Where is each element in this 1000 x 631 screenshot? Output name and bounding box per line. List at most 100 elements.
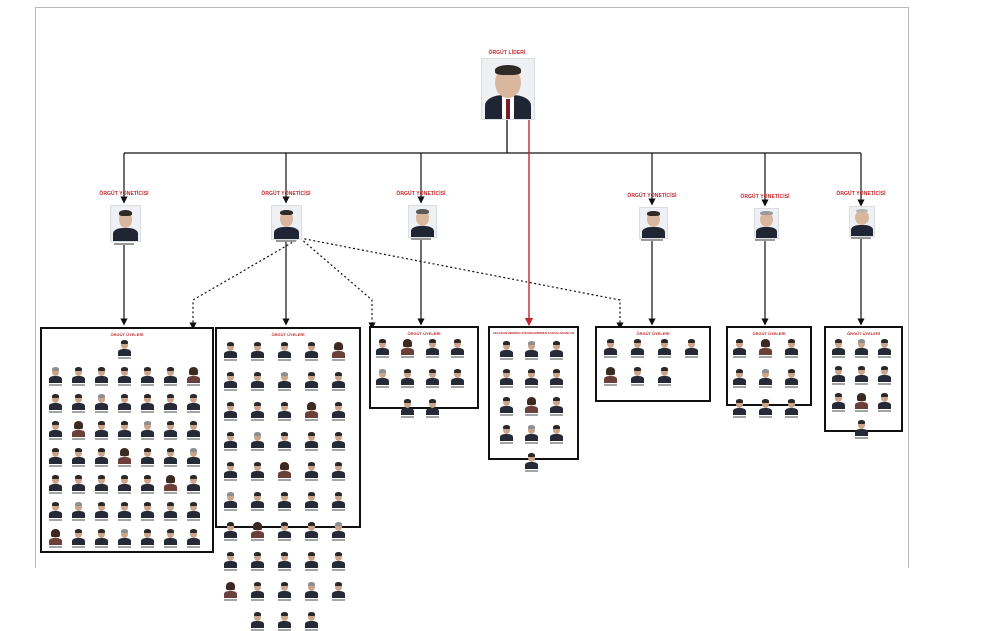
informant-group-title: CEZADAN İNDİRİM HÜKÜMLERİNDEN FAYDALANAN… [492,331,575,335]
member-photo [94,420,109,440]
member-group-5: ÖRGÜT ÜYELERİ [595,326,711,402]
member-photo [186,501,201,521]
member-photo [117,420,132,440]
member-photo [163,447,178,467]
member-photo [304,551,319,571]
member-photo [499,396,514,416]
member-photo [657,366,672,386]
member-photo [48,447,63,467]
member-photo [758,398,773,418]
member-photo [163,501,178,521]
member-photo [140,447,155,467]
manager-photo-3 [408,205,437,238]
member-photo [117,447,132,467]
member-photo [400,368,415,388]
member-photo [250,341,265,361]
member-photo [549,368,564,388]
member-photo [331,491,346,511]
member-photo [331,551,346,571]
member-photo [48,420,63,440]
member-photo [331,581,346,601]
member-photo [277,371,292,391]
member-photo [277,341,292,361]
member-photo [186,420,201,440]
member-photo [94,528,109,548]
member-photo [71,420,86,440]
member-photo [304,401,319,421]
member-photo [140,366,155,386]
member-photo [549,424,564,444]
member-photo [250,491,265,511]
member-photo [732,368,747,388]
member-photo [140,474,155,494]
member-photo [223,551,238,571]
member-group-title-1: ÖRGÜT ÜYELERİ [110,332,144,337]
member-group-6: ÖRGÜT ÜYELERİ [726,326,812,418]
member-group-title-5: ÖRGÜT ÜYELERİ [636,331,670,336]
member-photo [400,398,415,418]
member-photo [331,461,346,481]
member-photo [140,501,155,521]
member-photo [877,338,892,358]
member-photo [250,431,265,451]
member-photo [223,371,238,391]
manager-photo-4 [639,207,668,239]
member-photo [117,339,132,359]
member-photo [117,366,132,386]
member-group-title-3: ÖRGÜT ÜYELERİ [407,331,441,336]
member-group-title-2: ÖRGÜT ÜYELERİ [271,332,305,337]
member-photo [223,341,238,361]
member-group-2: ÖRGÜT ÜYELERİ [215,327,361,631]
member-photo [117,474,132,494]
member-photo [71,393,86,413]
member-photo [400,338,415,358]
member-photo [499,340,514,360]
member-photo [94,501,109,521]
member-photo [425,338,440,358]
member-photo [758,338,773,358]
member-photo [603,338,618,358]
member-photo [277,491,292,511]
member-photo [524,396,539,416]
member-photo [784,398,799,418]
member-photo [524,424,539,444]
member-photo [71,366,86,386]
member-photo [250,611,265,631]
member-photo [48,366,63,386]
member-photo [48,501,63,521]
leader-photo [481,58,535,120]
member-photo [163,366,178,386]
member-photo [784,338,799,358]
member-photo [425,398,440,418]
member-photo [877,392,892,412]
member-photo [250,461,265,481]
member-photo [375,368,390,388]
member-photo [831,392,846,412]
member-group-1: ÖRGÜT ÜYELERİ [40,327,214,553]
member-group-7: ÖRGÜT ÜYELERİ [824,326,903,439]
manager-role-label-6: ÖRGÜT YÖNETİCİSİ [836,191,886,197]
member-photo [250,401,265,421]
manager-photo-2 [271,205,302,240]
manager-name-6 [851,237,871,239]
member-photo [854,338,869,358]
informant-group: CEZADAN İNDİRİM HÜKÜMLERİNDEN FAYDALANAN… [488,326,579,472]
member-photo [304,611,319,631]
member-photo [48,474,63,494]
member-photo [117,501,132,521]
member-photo [630,366,645,386]
manager-role-label-3: ÖRGÜT YÖNETİCİSİ [396,191,446,197]
member-photo [304,581,319,601]
member-photo [549,396,564,416]
member-group-title-6: ÖRGÜT ÜYELERİ [752,331,786,336]
member-photo [784,368,799,388]
member-photo [630,338,645,358]
member-photo [140,393,155,413]
manager-role-label-2: ÖRGÜT YÖNETİCİSİ [261,191,311,197]
member-photo [732,338,747,358]
manager-photo-6 [849,206,875,237]
member-photo [331,371,346,391]
manager-role-label-4: ÖRGÜT YÖNETİCİSİ [627,193,677,199]
member-photo [854,419,869,439]
member-photo [250,581,265,601]
